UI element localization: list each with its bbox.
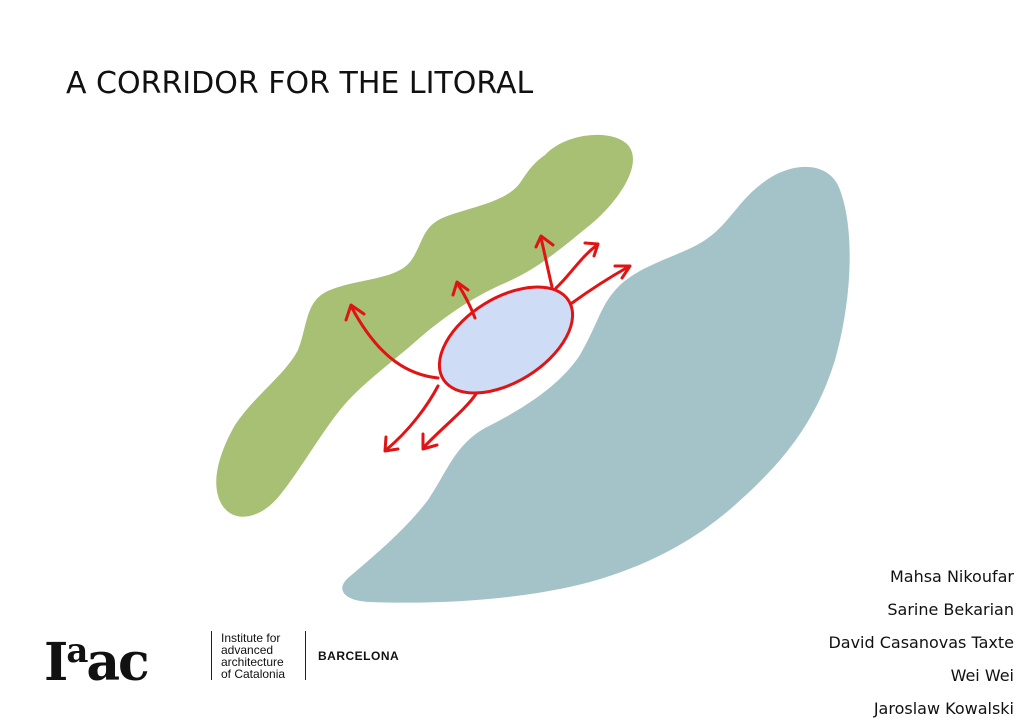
logo-institute-line: advanced xyxy=(221,643,274,657)
logo-letter: I xyxy=(44,632,68,693)
arrow-path xyxy=(570,265,630,305)
logo-letter-sup: a xyxy=(66,631,88,671)
arrow-head xyxy=(421,432,439,451)
iaac-logo-wordmark: Iaac xyxy=(44,621,150,693)
logo-institute-line: Institute for xyxy=(221,631,281,645)
arrow-head xyxy=(344,303,366,322)
arrow-path xyxy=(384,384,440,452)
authors-list: Mahsa Nikoufar Sarine Bekarian David Cas… xyxy=(828,560,1014,725)
arrow-head xyxy=(451,280,470,297)
arrow-path xyxy=(422,392,478,449)
author-name: Sarine Bekarian xyxy=(887,600,1014,619)
arrows xyxy=(344,234,632,453)
green-area xyxy=(216,134,633,517)
logo-institute-text: Institute for advanced architecture of C… xyxy=(221,632,285,680)
logo-city: BARCELONA xyxy=(318,649,400,663)
arrow-head xyxy=(383,435,400,453)
page-title: A CORRIDOR FOR THE LITORAL xyxy=(66,66,534,101)
blue-area xyxy=(342,166,850,603)
arrow-head xyxy=(534,234,555,249)
author-name: Jaroslaw Kowalski xyxy=(873,699,1014,718)
arrow-path xyxy=(455,281,477,320)
arrow-head xyxy=(583,241,600,258)
author-name: Wei Wei xyxy=(950,666,1014,685)
arrow-path xyxy=(350,306,440,380)
logo-institute-line: architecture xyxy=(221,655,284,669)
arrow-path xyxy=(539,236,554,289)
logo-letters: ac xyxy=(86,632,149,693)
logo-divider xyxy=(305,631,306,680)
author-name: Mahsa Nikoufar xyxy=(889,567,1014,586)
logo-divider xyxy=(211,631,212,680)
arrow-path xyxy=(554,243,599,290)
arrow-head xyxy=(613,264,632,280)
logo-institute-line: of Catalonia xyxy=(221,667,286,681)
author-name: David Casanovas Taxte xyxy=(828,633,1014,652)
